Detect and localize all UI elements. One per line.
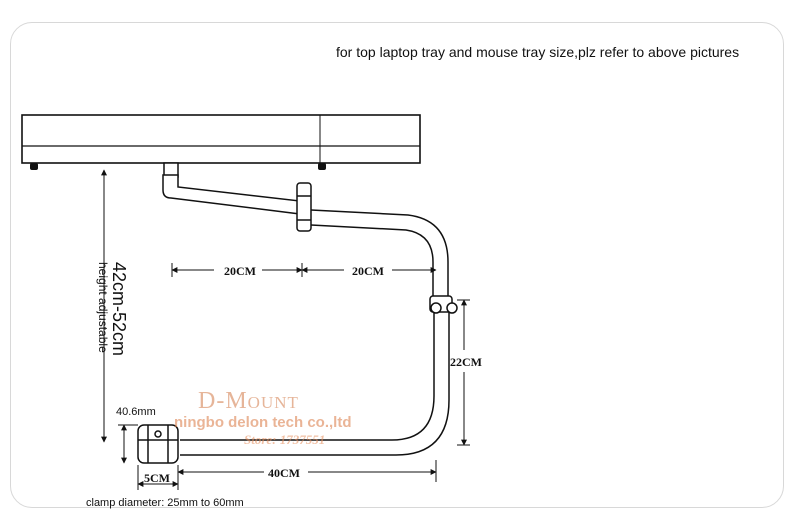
dim-clamp-width: 5CM [144, 471, 170, 485]
second-arm [310, 209, 449, 300]
watermark-brand: D-Mount [198, 388, 299, 414]
dim-base-length: 40CM [268, 466, 300, 480]
clamp-size-label: 40.6mm [116, 406, 156, 418]
laptop-tray [21, 114, 421, 170]
watermark-company: ningbo delon tech co.,ltd [174, 414, 352, 431]
dim-arm-segment-1: 20CM [224, 264, 256, 278]
dim-arm-segment-2: 20CM [352, 264, 384, 278]
overall-height-label: 42cm-52cm [109, 262, 129, 357]
watermark-store: Store: 1737551 [244, 432, 326, 447]
dim-pole-height: 22CM [450, 355, 482, 369]
arm-dimension-lines [171, 263, 437, 277]
clamp-diameter-note: clamp diameter: 25mm to 60mm [86, 497, 244, 509]
upper-arm [162, 162, 312, 232]
pole-dimension-line [457, 299, 470, 446]
clamp-dimension-line [137, 465, 179, 490]
height-adjustable-label: height adjustable [96, 262, 110, 353]
desk-clamp [137, 424, 179, 464]
base-dimension-line [177, 460, 437, 482]
caption-text: for top laptop tray and mouse tray size,… [336, 44, 740, 60]
pole-joint [429, 295, 458, 314]
clamp-thickness-line [118, 424, 138, 464]
pole-and-base [180, 312, 450, 456]
